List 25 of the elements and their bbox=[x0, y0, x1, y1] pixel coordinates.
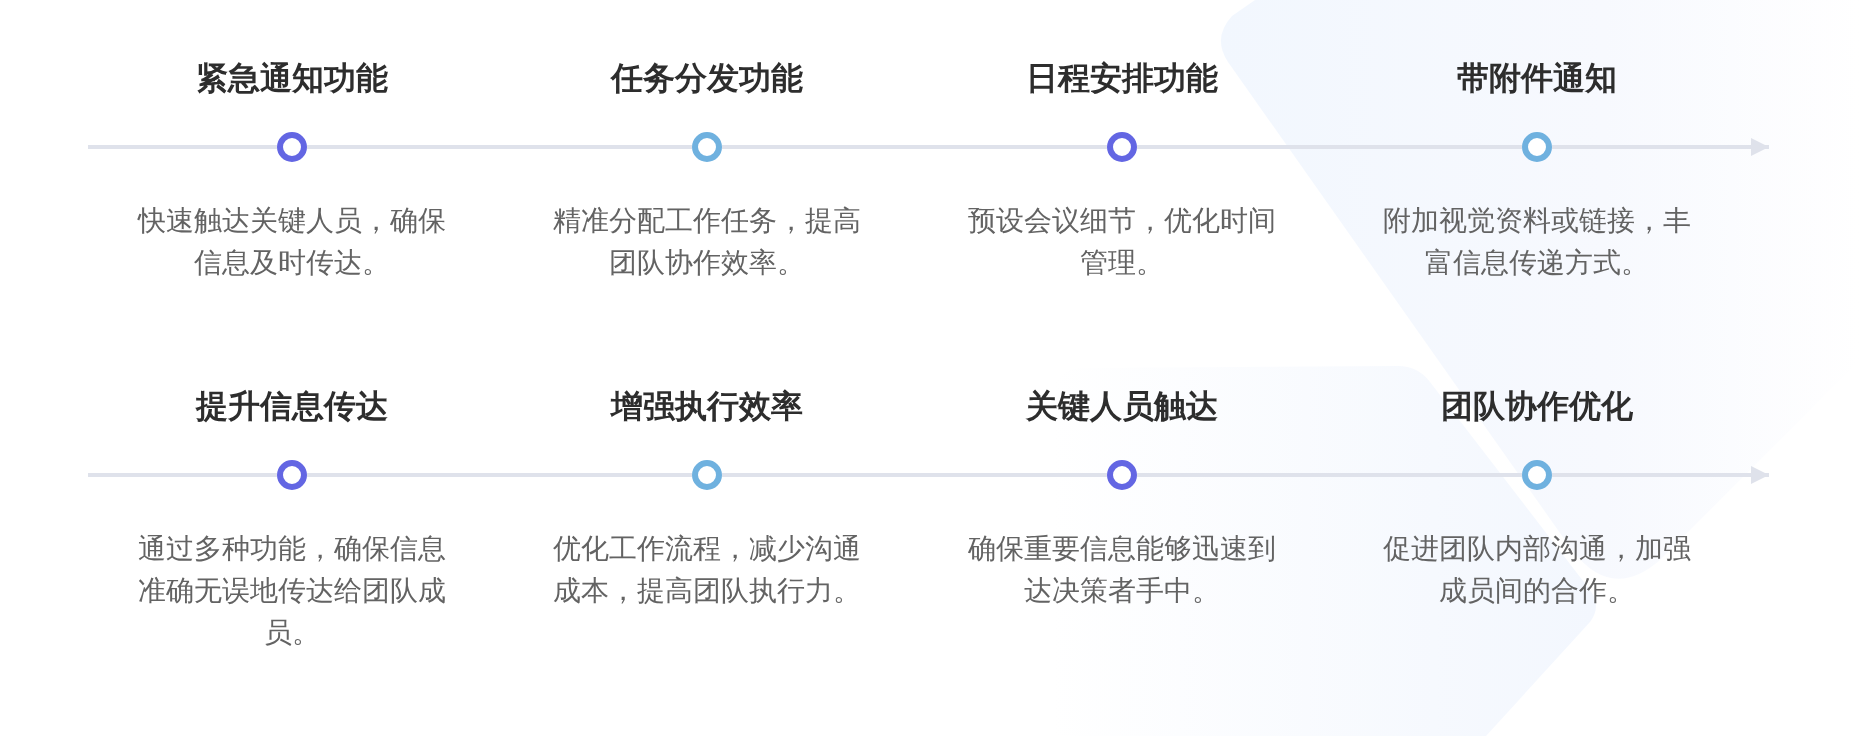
timeline-line bbox=[307, 473, 692, 477]
feature-title: 带附件通知 bbox=[1456, 58, 1618, 98]
feature-title: 关键人员触达 bbox=[1025, 386, 1219, 426]
feature-title: 日程安排功能 bbox=[1025, 58, 1219, 98]
feature-description: 确保重要信息能够迅速到达决策者手中。 bbox=[967, 531, 1277, 609]
timeline-line bbox=[1137, 145, 1522, 149]
feature-description: 促进团队内部沟通，加强成员间的合作。 bbox=[1382, 531, 1692, 609]
timeline-arrow bbox=[1552, 466, 1769, 484]
feature-description: 附加视觉资料或链接，丰富信息传递方式。 bbox=[1382, 203, 1692, 281]
feature-title: 提升信息传达 bbox=[194, 386, 389, 426]
feature-title: 任务分发功能 bbox=[609, 58, 804, 98]
feature-description: 优化工作流程，减少沟通成本，提高团队执行力。 bbox=[552, 531, 862, 609]
timeline-arrow bbox=[1552, 138, 1769, 156]
feature-title: 团队协作优化 bbox=[1440, 386, 1634, 426]
feature-description: 预设会议细节，优化时间管理。 bbox=[967, 203, 1277, 281]
timeline-line bbox=[722, 473, 1107, 477]
timeline-line bbox=[307, 145, 692, 149]
feature-description: 通过多种功能，确保信息准确无误地传达给团队成员。 bbox=[137, 531, 447, 651]
timeline-line bbox=[722, 145, 1107, 149]
feature-description: 精准分配工作任务，提高团队协作效率。 bbox=[552, 203, 862, 281]
timeline-line bbox=[88, 473, 277, 477]
feature-description: 快速触达关键人员，确保信息及时传达。 bbox=[136, 203, 447, 281]
feature-title: 紧急通知功能 bbox=[195, 58, 389, 98]
timeline-line bbox=[88, 145, 277, 149]
feature-title: 增强执行效率 bbox=[609, 386, 804, 426]
